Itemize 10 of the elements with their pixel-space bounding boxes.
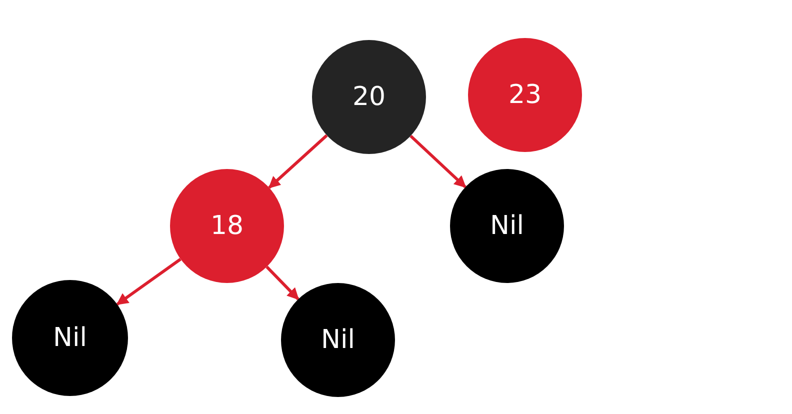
arrow: [268, 134, 328, 189]
node-value: Nil: [53, 323, 87, 353]
node-value: Nil: [490, 211, 524, 241]
node-value: 18: [210, 211, 244, 241]
node-value: 20: [352, 82, 386, 112]
node-value: Nil: [321, 325, 355, 355]
arrow: [116, 258, 182, 306]
node-value: 23: [508, 80, 542, 110]
arrow: [266, 266, 300, 300]
arrow: [410, 134, 466, 188]
